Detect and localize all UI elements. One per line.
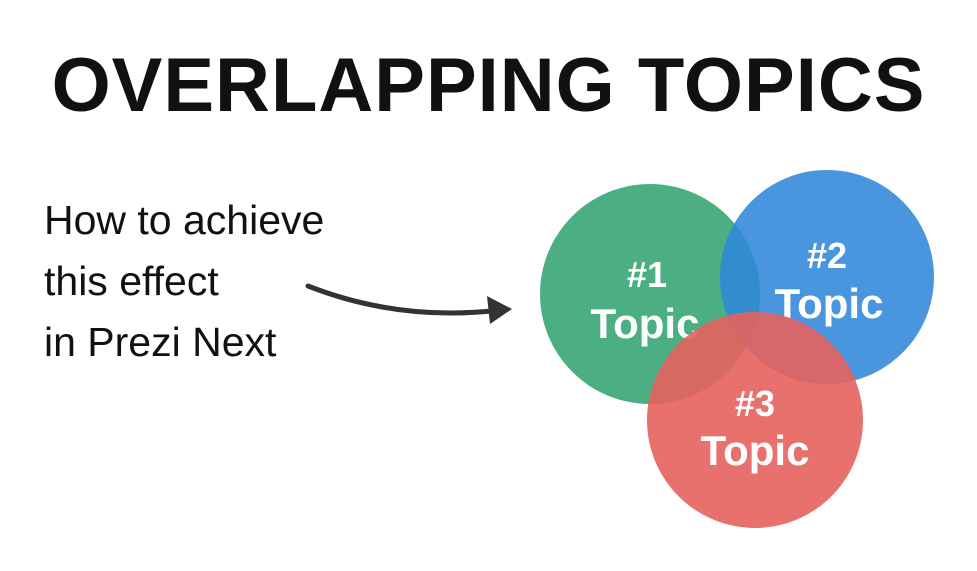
curved-arrow-icon (305, 283, 512, 324)
topic-3-circle (647, 312, 863, 528)
subtitle-line-2: this effect (44, 258, 219, 304)
subtitle-line-3: in Prezi Next (44, 319, 277, 365)
topic-2-number: #2 (807, 235, 847, 276)
topic-1-label: Topic (591, 300, 700, 347)
topic-3-label: Topic (701, 427, 810, 474)
topic-3-number: #3 (735, 383, 775, 424)
page-title: OVERLAPPING TOPICS (51, 43, 926, 128)
topic-1-number: #1 (627, 254, 667, 295)
subtitle-line-1: How to achieve (44, 197, 325, 243)
